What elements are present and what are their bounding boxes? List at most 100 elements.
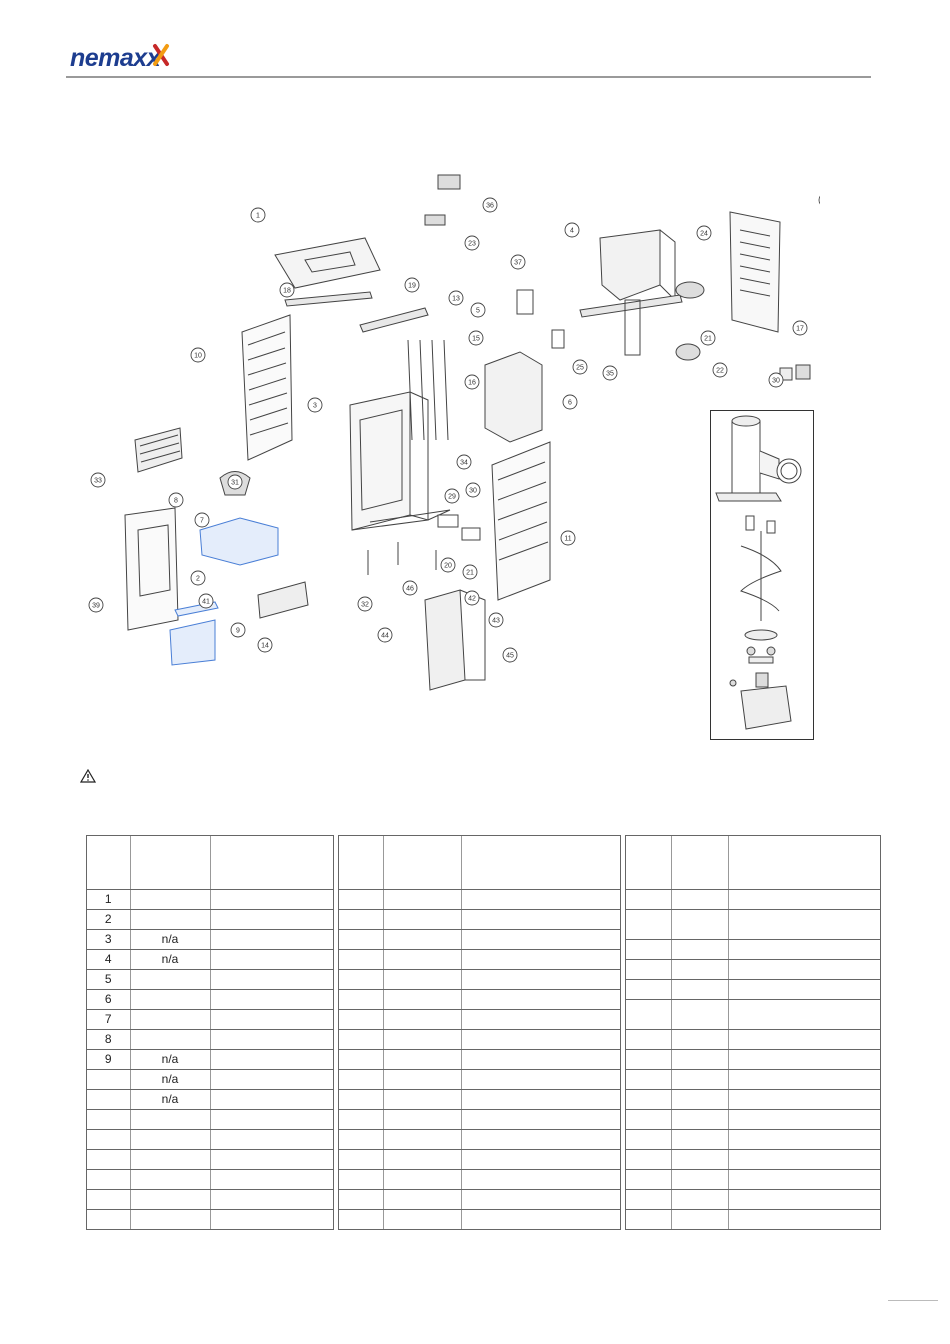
callout-label: 13: [452, 296, 460, 303]
callout-39: 39: [88, 597, 104, 613]
callout-label: 17: [796, 326, 804, 333]
table-cell: [728, 1049, 880, 1070]
warning-triangle-icon: [80, 769, 96, 783]
callout-label: 1: [256, 213, 260, 220]
part-number-cell: 3: [87, 929, 131, 950]
table-row: [87, 1209, 333, 1229]
callout-5: 5: [470, 302, 486, 318]
table-cell: [383, 909, 462, 930]
callout-label: 19: [408, 283, 416, 290]
part-code-cell: n/a: [130, 1049, 211, 1070]
table-cell: [461, 909, 620, 930]
table-cell: [671, 999, 729, 1030]
table-cell: [339, 1009, 384, 1030]
callout-label: 32: [361, 602, 369, 609]
auger-detail-inset: [710, 410, 814, 740]
part-description-cell: [210, 949, 333, 970]
part-number-cell: [87, 1189, 131, 1210]
table-cell: [626, 999, 672, 1030]
table-cell: [461, 1109, 620, 1130]
callout-label: 3: [313, 403, 317, 410]
table-cell: [339, 969, 384, 990]
callout-29: 29: [444, 488, 460, 504]
table-cell: [671, 1029, 729, 1050]
table-row: [626, 909, 880, 940]
callout-15: 15: [468, 330, 484, 346]
part-description-cell: [210, 1189, 333, 1210]
table-cell: [671, 1209, 729, 1229]
table-cell: [728, 1149, 880, 1170]
table-cell: [339, 1189, 384, 1210]
callout-label: 24: [700, 231, 708, 238]
table-cell: [728, 909, 880, 940]
table-row: [87, 1129, 333, 1150]
table-header-row: [87, 836, 333, 890]
callout-23: 23: [464, 235, 480, 251]
callout-label: 18: [283, 288, 291, 295]
callout-45: 45: [502, 647, 518, 663]
table-row: 7: [87, 1009, 333, 1030]
callout-10: 10: [190, 347, 206, 363]
table-cell: [339, 1089, 384, 1110]
table-row: [339, 1009, 620, 1030]
callout-20: 20: [440, 557, 456, 573]
callout-30: 30: [465, 482, 481, 498]
table-cell: [383, 1049, 462, 1070]
callout-21: 21: [700, 330, 716, 346]
callout-41: 41: [198, 593, 214, 609]
callout-label: 33: [94, 478, 102, 485]
callout-8: 8: [168, 492, 184, 508]
table-row: [339, 1089, 620, 1110]
callout-6: 6: [562, 394, 578, 410]
part-description-cell: [210, 909, 333, 930]
brand-logo-text: nemaxx: [70, 44, 161, 72]
callout-label: 39: [92, 603, 100, 610]
table-cell: [728, 1169, 880, 1190]
table-cell: [626, 959, 672, 980]
table-cell: [383, 969, 462, 990]
part-code-cell: n/a: [130, 949, 211, 970]
part-code-cell: [130, 989, 211, 1010]
part-description-cell: [210, 1109, 333, 1130]
table-row: 5: [87, 969, 333, 990]
table-cell: [461, 989, 620, 1010]
part-code-cell: [130, 1029, 211, 1050]
callout-label: 44: [381, 633, 389, 640]
callout-label: 21: [466, 570, 474, 577]
part-code-cell: [130, 1149, 211, 1170]
logo-x-icon: [153, 44, 169, 66]
callout-label: 14: [261, 643, 269, 650]
table-row: [339, 1109, 620, 1130]
table-cell: [383, 1089, 462, 1110]
table-cell: [461, 1049, 620, 1070]
table-row: [626, 959, 880, 980]
table-cell: [671, 1109, 729, 1130]
table-row: [87, 1109, 333, 1130]
table-row: [626, 1149, 880, 1170]
callout-24: 24: [696, 225, 712, 241]
callout-3: 3: [307, 397, 323, 413]
table-cell: [671, 939, 729, 960]
callout-11: 11: [560, 530, 576, 546]
table-cell: [626, 939, 672, 960]
part-number-cell: [87, 1089, 131, 1110]
callout-label: 5: [476, 308, 480, 315]
part-description-cell: [210, 1069, 333, 1090]
callout-label: 29: [448, 494, 456, 501]
brand-logo: nemaxx: [70, 42, 170, 76]
callout-25: 25: [572, 359, 588, 375]
table-cell: [383, 889, 462, 910]
table-row: 8: [87, 1029, 333, 1050]
table-cell: [383, 1189, 462, 1210]
callout-37: 37: [510, 254, 526, 270]
table-cell: [728, 889, 880, 910]
table-cell: [728, 939, 880, 960]
table-row: [339, 1209, 620, 1229]
table-cell: [728, 1029, 880, 1050]
table-row: [626, 1089, 880, 1110]
table-cell: [339, 989, 384, 1010]
part-code-cell: n/a: [130, 929, 211, 950]
callout-30: 30: [768, 372, 784, 388]
